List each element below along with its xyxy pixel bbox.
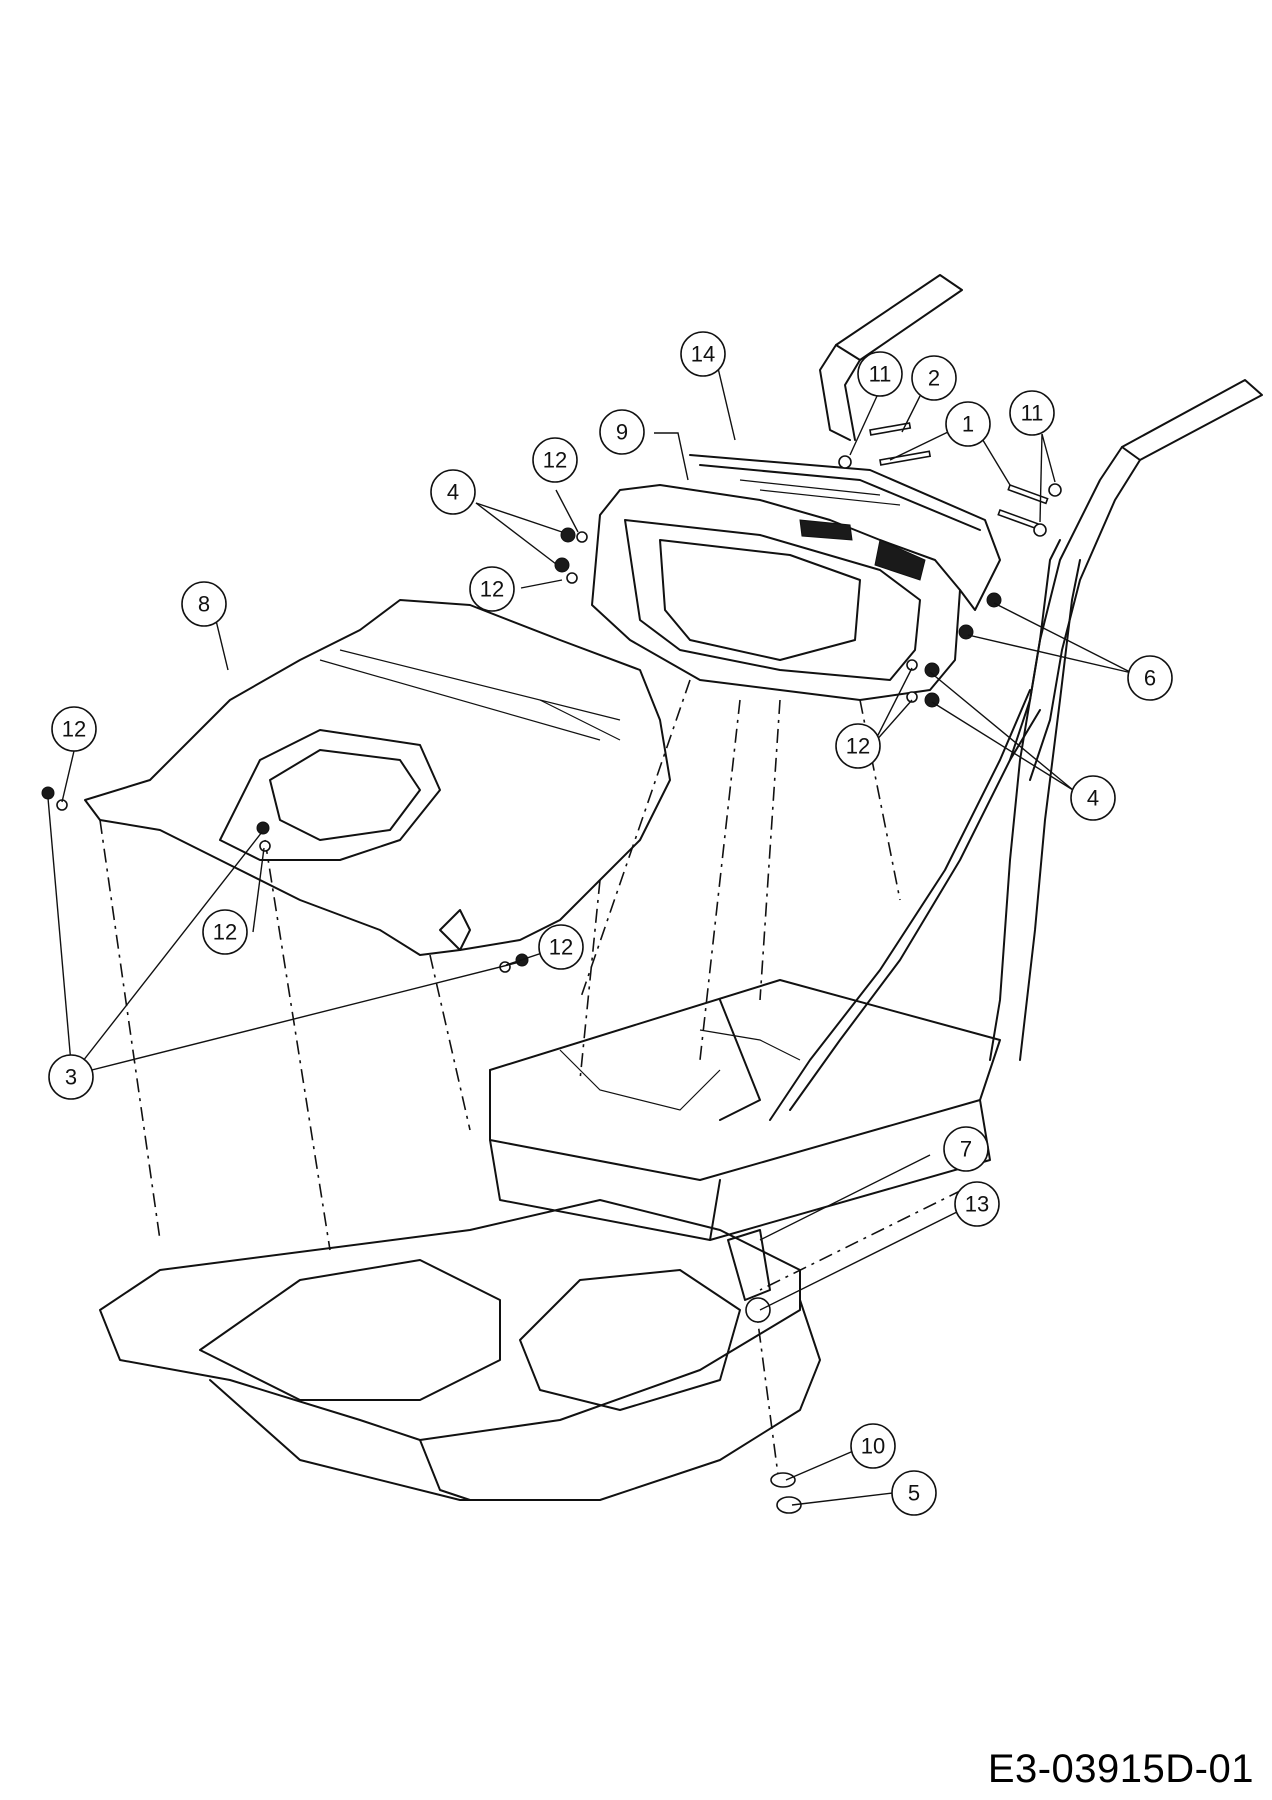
alignment-lines	[99, 679, 963, 1491]
leader-lines	[47, 367, 1133, 1506]
callout-label: 9	[616, 420, 628, 445]
callout-label: 13	[965, 1192, 989, 1217]
callout-12-lower: 12	[202, 909, 248, 955]
callout-label: 12	[549, 935, 573, 960]
callout-9: 9	[599, 409, 645, 455]
callout-label: 4	[447, 480, 459, 505]
callout-label: 11	[1021, 401, 1044, 426]
callout-label: 4	[1087, 786, 1099, 811]
callout-label: 12	[543, 448, 567, 473]
callout-4-right: 4	[1070, 775, 1116, 821]
callout-label: 12	[480, 577, 504, 602]
handlebar	[769, 274, 1263, 1121]
callout-8: 8	[181, 581, 227, 627]
callout-label: 12	[213, 920, 237, 945]
callout-2: 2	[911, 355, 957, 401]
callout-label: 8	[198, 592, 210, 617]
document-code: E3-03915D-01	[987, 1747, 1254, 1791]
callout-label: 11	[869, 362, 892, 387]
callout-3: 3	[48, 1054, 94, 1100]
callout-11-right: 11	[1009, 390, 1055, 436]
callout-12-mid: 12	[469, 566, 515, 612]
callout-12-lower-right: 12	[538, 924, 584, 970]
rear-cover-part-9	[591, 454, 1001, 701]
callout-6: 6	[1127, 655, 1173, 701]
callout-label: 3	[65, 1065, 77, 1090]
callout-label: 14	[691, 342, 715, 367]
chassis-frame	[99, 979, 1001, 1501]
callout-label: 6	[1144, 666, 1156, 691]
callout-label: 5	[908, 1481, 920, 1506]
callout-1: 1	[945, 401, 991, 447]
callout-12-top: 12	[532, 437, 578, 483]
callout-10: 10	[850, 1423, 896, 1469]
callout-label: 1	[962, 412, 974, 437]
callout-label: 7	[960, 1137, 972, 1162]
callout-13: 13	[954, 1181, 1000, 1227]
callout-14: 14	[680, 331, 726, 377]
callout-12-left: 12	[51, 706, 97, 752]
callout-7: 7	[943, 1126, 989, 1172]
callout-label: 12	[846, 734, 870, 759]
callout-label: 10	[861, 1434, 885, 1459]
callout-4-left: 4	[430, 469, 476, 515]
top-cover-part-8	[84, 599, 671, 956]
callout-label: 2	[928, 366, 940, 391]
callout-12-right: 12	[835, 723, 881, 769]
callout-11: 11	[857, 351, 903, 397]
callout-label: 12	[62, 717, 86, 742]
callout-5: 5	[891, 1470, 937, 1516]
hardware	[41, 422, 1062, 1514]
